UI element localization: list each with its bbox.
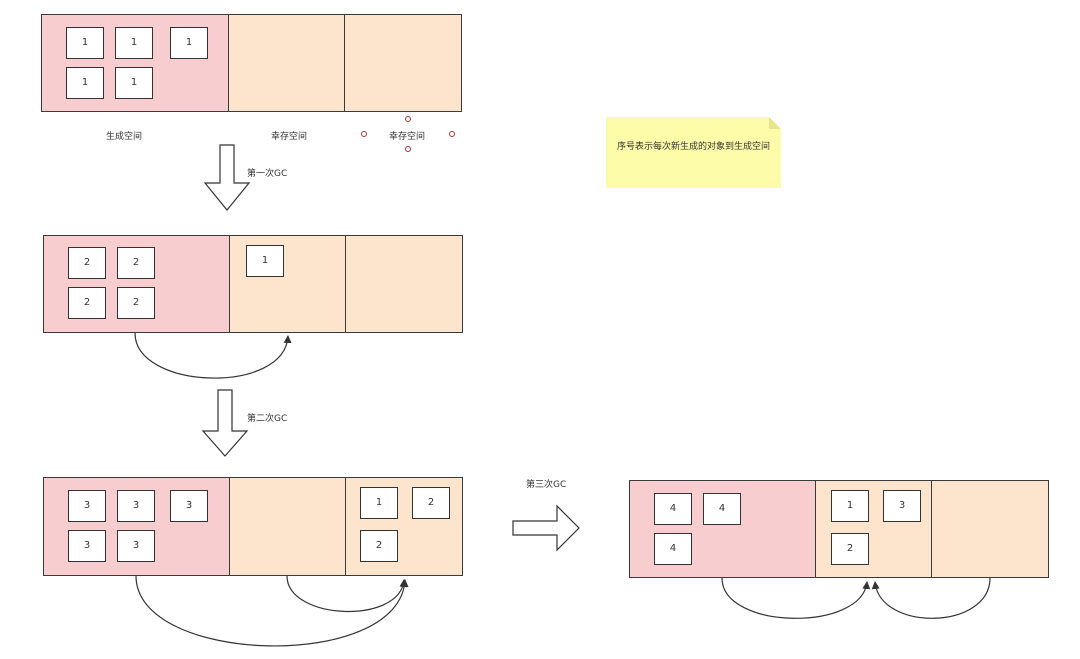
first-gc-arrow-icon bbox=[203, 144, 251, 211]
survivor-space-label: 幸存空间 bbox=[271, 132, 308, 142]
copy-arrow bbox=[135, 575, 409, 647]
object-box: 1 bbox=[66, 67, 104, 99]
object-box: 1 bbox=[246, 245, 284, 277]
copy-arrow bbox=[721, 577, 871, 619]
survivor-space-a bbox=[228, 14, 345, 112]
object-box: 1 bbox=[66, 27, 104, 59]
first-gc-label: 第一次GC bbox=[247, 169, 288, 179]
third-gc-label: 第三次GC bbox=[526, 480, 567, 490]
object-box: 1 bbox=[170, 27, 208, 59]
object-box: 2 bbox=[117, 247, 155, 279]
second-gc-arrow-icon bbox=[201, 389, 249, 457]
object-box: 3 bbox=[68, 490, 106, 522]
selection-handles bbox=[361, 116, 455, 152]
sticky-note-text: 序号表示每次新生成的对象到生成空间 bbox=[616, 142, 770, 152]
object-box: 2 bbox=[831, 533, 869, 565]
survivor-space-b bbox=[345, 235, 463, 333]
object-box: 2 bbox=[117, 287, 155, 319]
second-gc-label: 第二次GC bbox=[247, 414, 288, 424]
copy-arrow bbox=[871, 577, 991, 619]
survivor-space-label-selected: 幸存空间 bbox=[389, 132, 426, 142]
object-box: 2 bbox=[68, 287, 106, 319]
object-box: 3 bbox=[170, 490, 208, 522]
object-box: 2 bbox=[360, 530, 398, 562]
eden-space-label: 生成空间 bbox=[106, 132, 143, 142]
object-box: 4 bbox=[654, 493, 692, 525]
object-box: 2 bbox=[68, 247, 106, 279]
sticky-note: 序号表示每次新生成的对象到生成空间 bbox=[606, 117, 781, 188]
object-box: 1 bbox=[831, 490, 869, 522]
object-box: 3 bbox=[883, 490, 921, 522]
object-box: 3 bbox=[68, 530, 106, 562]
survivor-space-b bbox=[931, 480, 1049, 578]
object-box: 2 bbox=[412, 487, 450, 519]
copy-arrow bbox=[286, 575, 408, 613]
object-box: 4 bbox=[654, 533, 692, 565]
object-box: 3 bbox=[117, 490, 155, 522]
copy-arrow bbox=[134, 332, 292, 379]
third-gc-arrow-icon bbox=[512, 504, 580, 552]
object-box: 1 bbox=[115, 67, 153, 99]
survivor-space-b bbox=[344, 14, 462, 112]
object-box: 1 bbox=[115, 27, 153, 59]
object-box: 3 bbox=[117, 530, 155, 562]
object-box: 1 bbox=[360, 487, 398, 519]
object-box: 4 bbox=[703, 493, 741, 525]
